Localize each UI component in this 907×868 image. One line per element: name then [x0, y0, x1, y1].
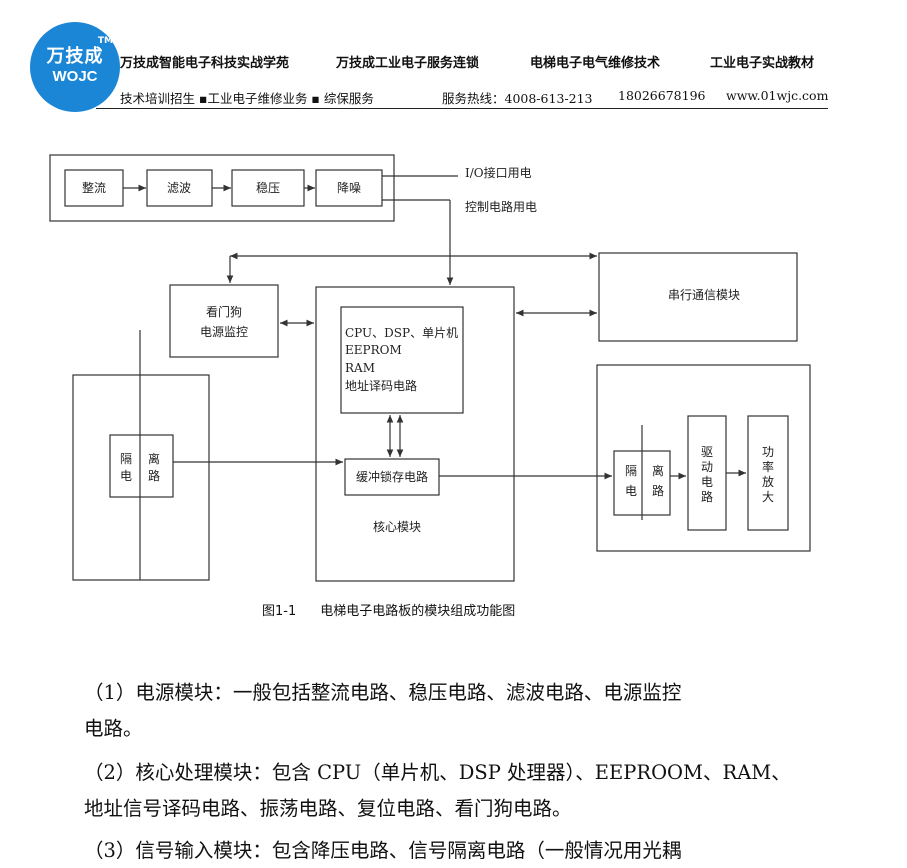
- driver-char-2: 动: [701, 460, 713, 474]
- logo-cn-text: 万技成: [46, 46, 104, 67]
- output-isolation-box: [613, 450, 671, 516]
- cpu-line-1: CPU、DSP、单片机: [345, 326, 458, 340]
- buffer-box: [344, 458, 440, 496]
- driver-char-4: 路: [701, 489, 713, 504]
- buffer-label: 缓冲锁存电路: [356, 469, 428, 484]
- header-phone: 18026678196: [618, 88, 706, 103]
- filter-label: 滤波: [167, 181, 191, 195]
- core-module-box: [315, 286, 515, 582]
- watchdog-box: [169, 284, 279, 358]
- serial-module-box: [598, 252, 798, 342]
- driver-char-3: 电: [701, 475, 713, 489]
- header-textbook: 工业电子实战教材: [710, 56, 815, 71]
- paragraph-line-2: 电路。: [84, 717, 143, 740]
- cpu-box: [340, 306, 464, 414]
- core-label: 核心模块: [373, 520, 421, 534]
- driver-char-1: 驱: [701, 445, 713, 459]
- watchdog-label: 看门狗: [206, 304, 242, 319]
- noise-reduction-box: [315, 169, 383, 207]
- paragraph-line-3: （2）核心处理模块：包含 CPU（单片机、DSP 处理器）、EEPROOM、RA…: [84, 761, 791, 784]
- header-service-chain: 万技成工业电子服务连锁: [336, 56, 480, 71]
- control-power-label: 控制电路用电: [465, 199, 537, 214]
- input-iso-char-1: 隔: [120, 452, 132, 466]
- logo-tm-mark: TM: [97, 36, 113, 46]
- header-elevator-tech: 电梯电子电气维修技术: [530, 56, 661, 71]
- wojc-logo: 万技成 WOJC TM: [30, 22, 120, 112]
- cpu-line-4: 地址译码电路: [345, 378, 417, 393]
- power-amp-box: [747, 415, 789, 531]
- power-module-box: [49, 154, 395, 222]
- regulator-label: 稳压: [256, 180, 280, 195]
- paragraph-line-4: 地址信号译码电路、振荡电路、复位电路、看门狗电路。: [84, 797, 572, 820]
- figure-caption: 图1-1 电梯电子电路板的模块组成功能图: [262, 600, 539, 619]
- input-isolation-box: [72, 374, 210, 581]
- output-module-box: [596, 364, 811, 552]
- paragraph-line-1: （1）电源模块：一般包括整流电路、稳压电路、滤波电路、电源监控: [84, 681, 682, 704]
- output-iso-char-2: 离: [652, 463, 664, 478]
- header-divider: [96, 108, 828, 109]
- paragraph-line-5: （3）信号输入模块：包含降压电路、信号隔离电路（一般情况用光耦: [84, 839, 682, 862]
- cpu-line-3: RAM: [345, 361, 375, 375]
- serial-label: 串行通信模块: [668, 288, 740, 302]
- amp-char-3: 放: [762, 474, 774, 489]
- input-iso-char-4: 路: [148, 468, 160, 483]
- header-hotline: 服务热线：4008-613-213: [442, 91, 593, 106]
- amp-char-2: 率: [762, 459, 774, 474]
- input-iso-char-2: 离: [148, 451, 160, 466]
- cpu-line-2: EEPROM: [345, 343, 402, 357]
- figure-number: 图1-1: [262, 604, 297, 619]
- io-power-label: I/O接口用电: [465, 165, 532, 180]
- logo-en-text: WOJC: [52, 68, 98, 85]
- output-iso-char-4: 路: [652, 483, 664, 498]
- input-iso-char-3: 电: [120, 469, 132, 483]
- header-academy: 万技成智能电子科技实战学苑: [120, 56, 290, 71]
- rectifier-label: 整流: [82, 180, 106, 195]
- module-diagram: 整流 滤波 稳压 降噪 I/O接口用电 控制电路用电 看门狗 电源监控 串行通信…: [49, 154, 811, 582]
- output-iso-char-3: 电: [625, 484, 637, 498]
- amp-char-1: 功: [762, 445, 774, 459]
- power-monitor-label: 电源监控: [200, 325, 248, 339]
- input-isolation-inner: [109, 434, 174, 498]
- header-services: 技术培训招生 ▪工业电子维修业务 ▪ 综保服务: [120, 91, 374, 106]
- output-iso-char-1: 隔: [625, 464, 637, 478]
- header-website: www.01wjc.com: [726, 88, 829, 103]
- noise-reduction-label: 降噪: [337, 181, 361, 195]
- amp-char-4: 大: [762, 490, 774, 504]
- figure-title: 电梯电子电路板的模块组成功能图: [320, 604, 516, 619]
